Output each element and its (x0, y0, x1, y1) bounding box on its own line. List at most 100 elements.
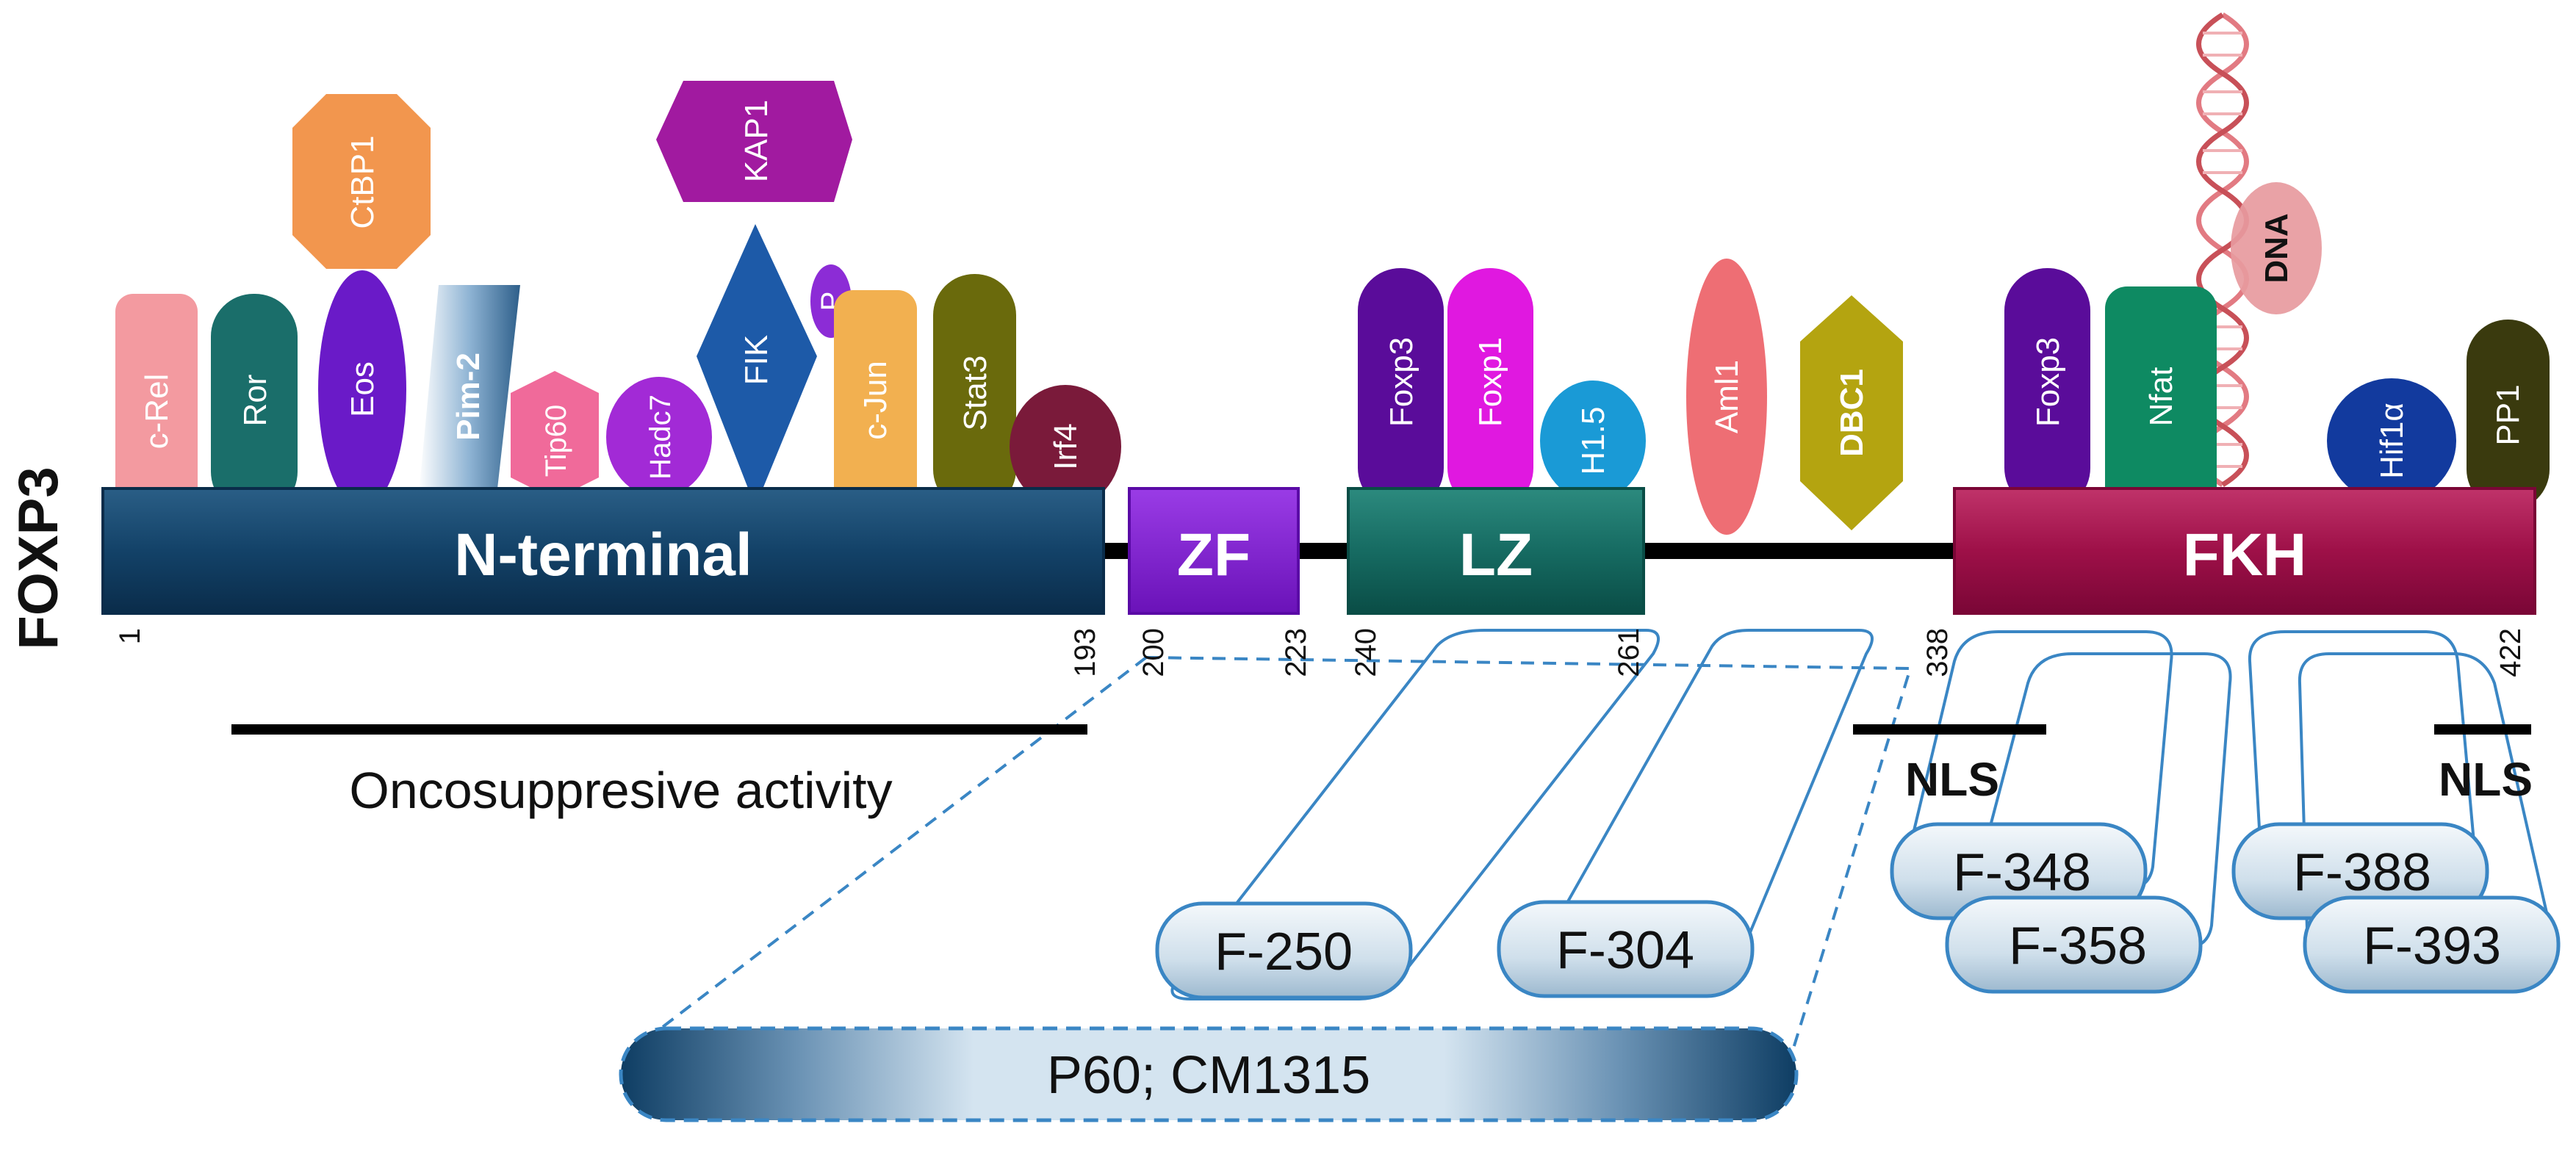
partner-cjun: c-Jun (834, 290, 917, 509)
pim2-label: Pim-2 (450, 353, 486, 441)
f358-pill (1945, 895, 2203, 994)
ctbp1-label: CtBP1 (345, 135, 381, 228)
aml1-label: Aml1 (1709, 360, 1745, 433)
eos-shape (318, 270, 406, 508)
f358-label: F-358 (2009, 917, 2147, 976)
oncosuppressive-label: Oncosuppresive activity (349, 762, 892, 819)
peptide-f250: F-250 (1155, 901, 1413, 1000)
crel-label: c-Rel (139, 374, 175, 450)
lz-box (1347, 487, 1645, 615)
position-label: 261 (1613, 628, 1645, 677)
dna-shape (2231, 182, 2322, 314)
nfat-shape (2105, 286, 2217, 511)
protein-name: FOXP3 (7, 466, 70, 649)
partner-nfat: Nfat (2105, 286, 2217, 511)
nterm-box (101, 487, 1105, 615)
residue-positions: 1 193 200 223 240 261 338 422 (114, 628, 2527, 677)
partner-stat3: Stat3 (933, 274, 1016, 511)
f348-label: F-348 (1953, 843, 2091, 902)
peptide-f393: F-393 (2303, 895, 2561, 994)
cjun-shape (834, 290, 917, 509)
dbc1-shape (1800, 295, 1903, 530)
ctbp1-shape (292, 94, 431, 269)
domain-nterm: N-terminal (101, 487, 1105, 615)
position-label: 338 (1921, 628, 1954, 677)
p60-connector (630, 656, 1913, 1052)
domain-lz: LZ (1347, 487, 1645, 615)
nls2-label: NLS (2439, 753, 2533, 806)
partner-tip60: Tip60 (511, 371, 599, 500)
lz-label: LZ (1459, 522, 1533, 588)
nterm-label: N-terminal (454, 522, 752, 588)
cjun-label: c-Jun (857, 361, 893, 440)
f393-pill (2303, 895, 2561, 994)
irf4-shape (1010, 385, 1121, 508)
pim2-shape (418, 285, 520, 502)
tip60-label: Tip60 (540, 405, 572, 477)
hif1a-label: Hif1α (2374, 403, 2410, 479)
zf-label: ZF (1177, 522, 1251, 588)
f304-pill (1497, 900, 1755, 998)
h15-label: H1.5 (1575, 407, 1611, 475)
crel-shape (115, 294, 198, 514)
foxp3-lz-shape (1358, 268, 1444, 511)
partner-crel: c-Rel (115, 294, 198, 514)
f250-pill (1155, 901, 1413, 1000)
aml1-shape (1686, 259, 1767, 535)
position-label: 193 (1069, 628, 1101, 677)
hif1a-shape (2327, 378, 2456, 503)
hadc7-shape (606, 377, 712, 497)
ror-shape (211, 294, 298, 514)
partner-eos: Eos (318, 270, 406, 508)
foxp3-fkh-label: Foxp3 (2030, 337, 2066, 427)
partner-irf4: Irf4 (1010, 385, 1121, 508)
kap1-shape (656, 81, 852, 202)
tip60-shape (511, 371, 599, 500)
partner-pp1: PP1 (2467, 320, 2550, 511)
f250-label: F-250 (1215, 923, 1353, 981)
ror-label: Ror (237, 375, 273, 427)
hadc7-label: Hadc7 (644, 394, 677, 480)
position-label: 223 (1280, 628, 1312, 677)
pp1-label: PP1 (2490, 384, 2526, 445)
foxp3-lz-label: Foxp3 (1384, 337, 1420, 427)
stat3-shape (933, 274, 1016, 511)
partner-ctbp1: CtBP1 (292, 94, 431, 269)
fkh-label: FKH (2183, 522, 2307, 588)
nls1-label: NLS (1905, 753, 1999, 806)
position-label: 200 (1137, 628, 1170, 677)
f393-label: F-393 (2363, 917, 2501, 976)
dna-label: DNA (2259, 213, 2295, 283)
partner-kap1: KAP1 (656, 81, 852, 202)
eos-label: Eos (345, 361, 381, 417)
fik-shape (697, 224, 817, 507)
foxp1-label: Foxp1 (1472, 337, 1508, 427)
partner-foxp1: Foxp1 (1447, 268, 1533, 511)
f388-label: F-388 (2293, 843, 2431, 902)
h15-shape (1540, 381, 1646, 501)
peptide-f304: F-304 (1497, 900, 1755, 998)
position-label: 422 (2494, 628, 2527, 677)
partner-dbc1: DBC1 (1800, 295, 1903, 530)
peptide-p60: P60; CM1315 (619, 1026, 1799, 1122)
foxp3-fkh-shape (2004, 268, 2090, 511)
partner-aml1: Aml1 (1686, 259, 1767, 535)
partner-ror: Ror (211, 294, 298, 514)
p60-label: P60; CM1315 (1047, 1046, 1370, 1105)
domain-zf: ZF (1128, 487, 1300, 615)
partner-h15: H1.5 (1540, 381, 1646, 501)
nfat-label: Nfat (2143, 367, 2179, 427)
position-label: 1 (114, 628, 146, 644)
foxp1-shape (1447, 268, 1533, 511)
partner-hif1a: Hif1α (2327, 378, 2456, 503)
partner-fik: FIK (697, 224, 817, 507)
peptide-f388: F-388 (2231, 822, 2489, 920)
domain-fkh: FKH (1953, 487, 2536, 615)
peptide-f348: F-348 (1890, 822, 2148, 920)
kap1-label: KAP1 (738, 100, 774, 183)
peptide-f358: F-358 (1945, 895, 2203, 994)
fik-label: FIK (738, 335, 774, 385)
position-label: 240 (1350, 628, 1382, 677)
p60-pill (619, 1026, 1799, 1122)
